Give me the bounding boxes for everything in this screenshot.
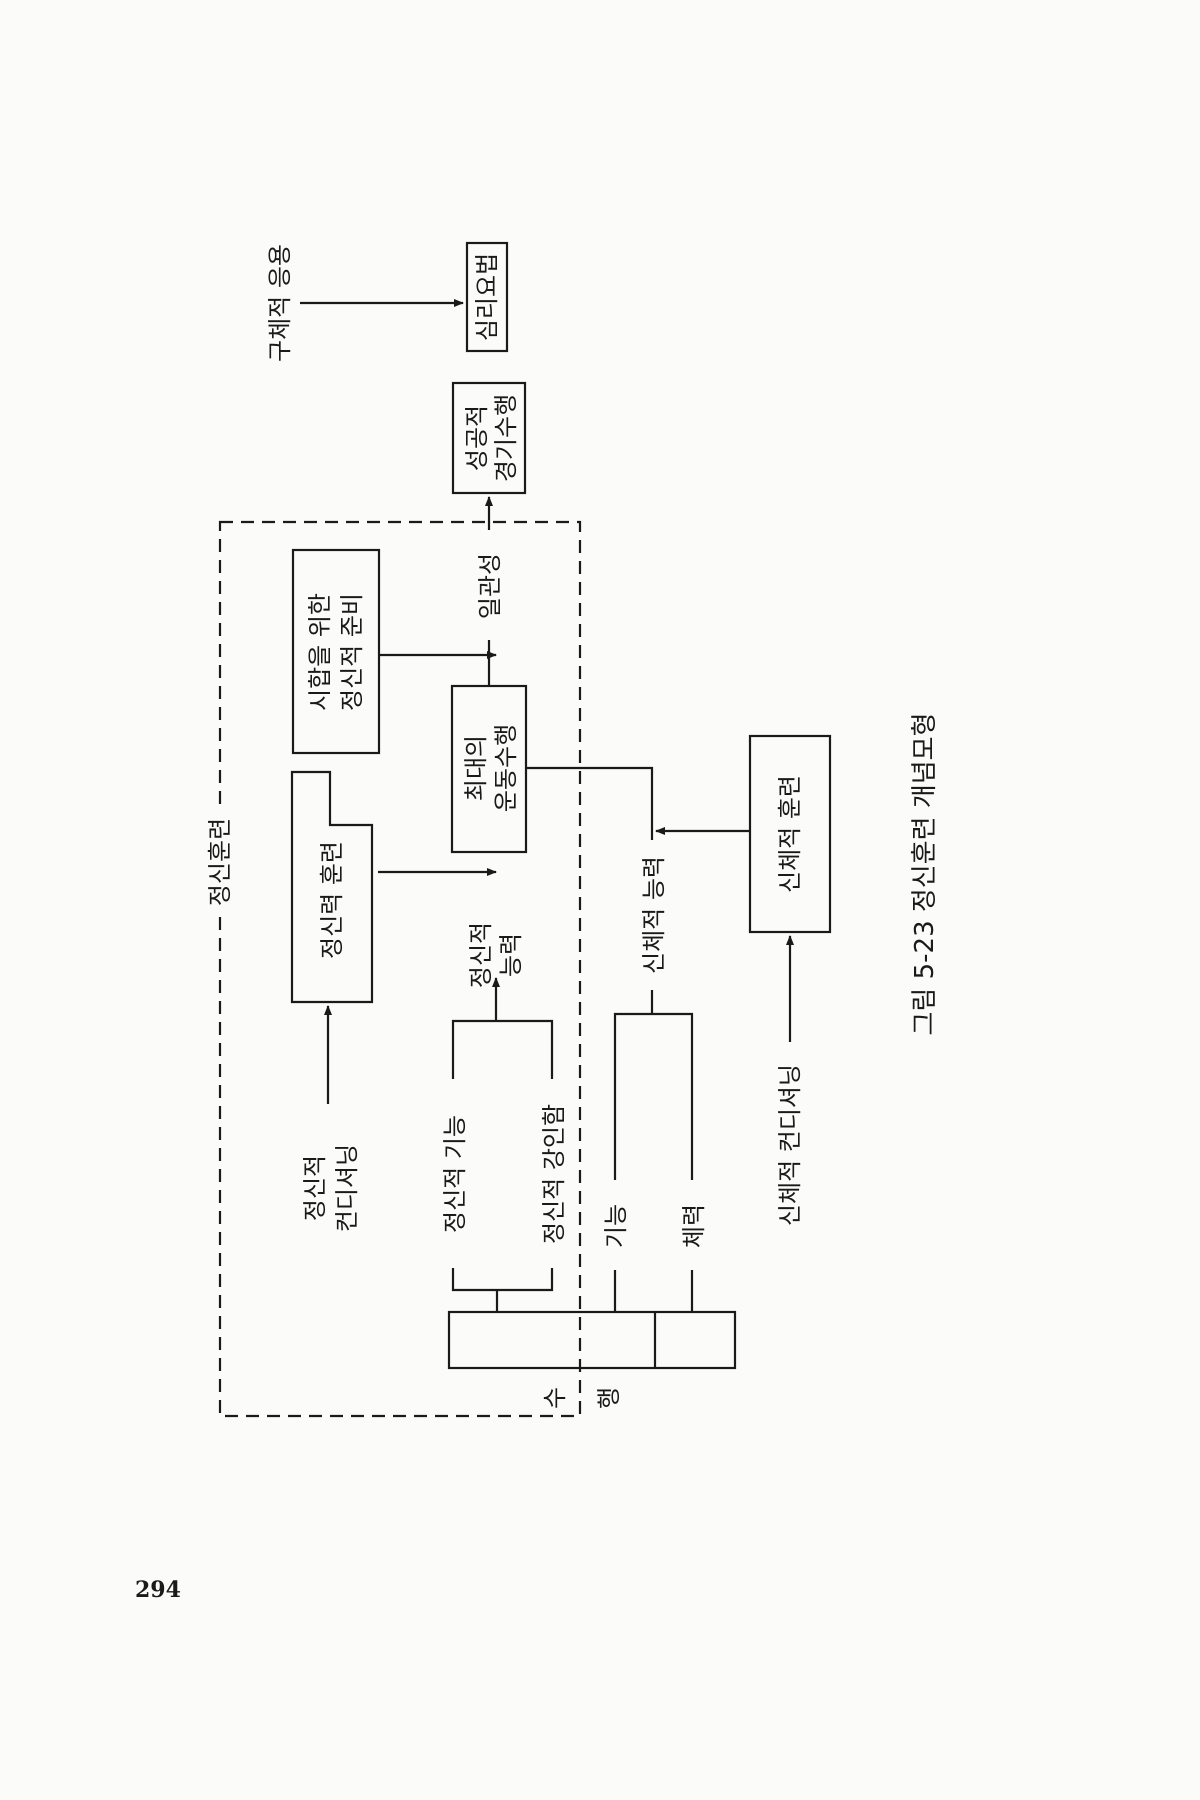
performance-su-label: 수 xyxy=(541,1387,569,1409)
physical-training-box xyxy=(748,734,832,934)
successful-performance-label-2: 경기수행 xyxy=(492,394,520,482)
mental-ability-bracket-top xyxy=(451,1019,554,1079)
line-performance-to-physical-ability xyxy=(526,766,654,840)
mental-training-box xyxy=(290,770,374,1004)
function-label: 기능 xyxy=(602,1204,630,1248)
performance-haeng-label: 행 xyxy=(595,1387,623,1409)
mental-training-label: 정신력 훈련 xyxy=(318,841,346,959)
mental-ability-bracket-bottom xyxy=(451,1268,554,1292)
physical-training-label: 신체적 훈련 xyxy=(776,775,804,893)
successful-performance-label-1: 성공적 xyxy=(463,405,491,471)
mental-prep-box xyxy=(291,548,381,755)
page-number: 294 xyxy=(135,1577,181,1603)
max-performance-label-1: 최대의 xyxy=(462,735,490,801)
performance-bar xyxy=(447,1310,737,1370)
psychotherapy-box xyxy=(465,241,509,353)
mental-ability-label-2: 능력 xyxy=(497,933,525,977)
mental-prep-label-2: 정신적 준비 xyxy=(338,593,366,711)
physical-ability-label: 신체적 능력 xyxy=(640,856,668,974)
mental-toughness-label: 정신적 강인함 xyxy=(540,1104,568,1244)
mental-ability-label-1: 정신적 xyxy=(467,922,495,988)
mental-conditioning-label-2: 컨디셔닝 xyxy=(333,1144,361,1232)
psychotherapy-label: 심리요법 xyxy=(473,253,501,341)
successful-performance-box xyxy=(451,381,527,495)
physical-conditioning-label: 신체적 컨디셔닝 xyxy=(776,1064,804,1226)
mental-function-label: 정신적 기능 xyxy=(441,1115,469,1233)
max-performance-label-2: 운동수행 xyxy=(492,724,520,812)
frame-label-gap xyxy=(203,808,237,916)
figure-caption: 그림 5-23 정신훈련 개념모형 xyxy=(910,712,940,1035)
mental-prep-label-1: 시합을 위한 xyxy=(306,593,334,711)
concrete-application-label: 구체적 응용 xyxy=(266,244,294,362)
frame-label: 정신훈련 xyxy=(206,818,234,906)
consistency-label: 일관성 xyxy=(476,553,504,619)
physical-ability-bracket xyxy=(613,1012,694,1180)
physical-strength-label: 체력 xyxy=(680,1204,708,1248)
mental-conditioning-label-1: 정신적 xyxy=(301,1155,329,1221)
mental-training-frame xyxy=(218,520,582,1418)
